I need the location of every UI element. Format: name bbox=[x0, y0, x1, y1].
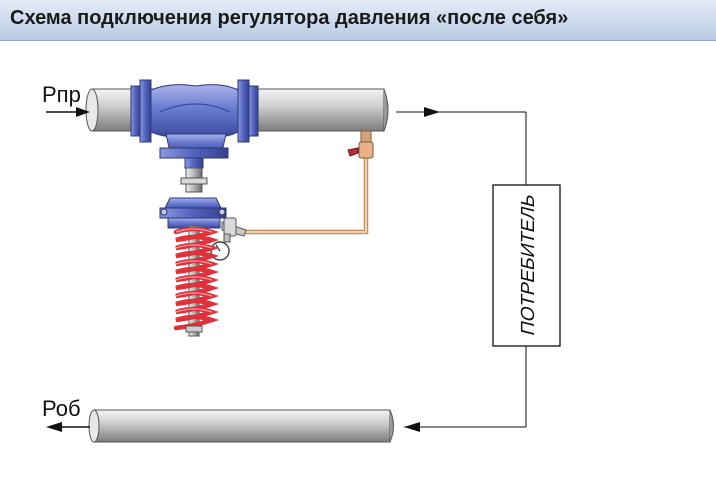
regulator-valve bbox=[130, 79, 259, 169]
consumer-label: ПОТРЕБИТЕЛЬ bbox=[518, 192, 539, 338]
return-pipe bbox=[88, 409, 394, 443]
supply-line-to-consumer bbox=[396, 107, 527, 185]
diagram-title: Схема подключения регулятора давления «п… bbox=[10, 7, 569, 29]
return-flow-arrow bbox=[46, 422, 90, 432]
consumer-box: ПОТРЕБИТЕЛЬ bbox=[492, 184, 561, 347]
impulse-line bbox=[244, 150, 369, 235]
return-line-from-consumer bbox=[404, 346, 527, 432]
title-bar: Схема подключения регулятора давления «п… bbox=[0, 0, 716, 41]
return-pressure-label: Роб bbox=[42, 396, 81, 421]
valve-stem bbox=[180, 167, 208, 193]
impulse-tap-valve bbox=[347, 130, 374, 159]
inlet-flow-arrow bbox=[46, 107, 90, 117]
adjustment-spring bbox=[173, 225, 220, 337]
actuator-fitting bbox=[221, 217, 247, 237]
inlet-pressure-label: Рпр bbox=[42, 82, 81, 107]
actuator bbox=[159, 197, 227, 229]
